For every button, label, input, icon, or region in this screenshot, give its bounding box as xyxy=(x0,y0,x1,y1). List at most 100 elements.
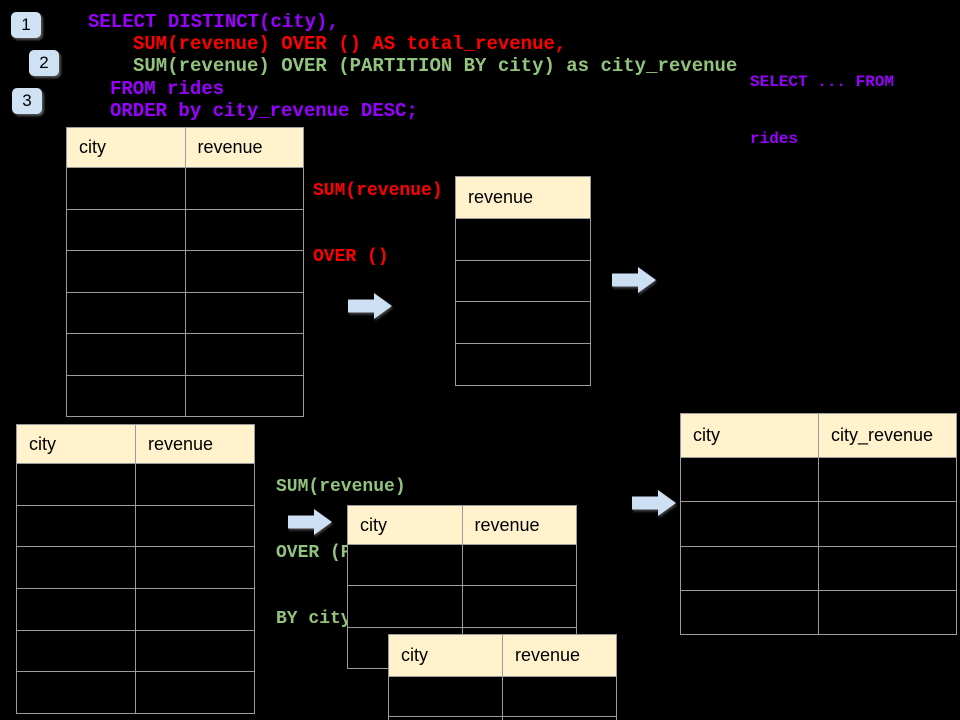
table-cell xyxy=(135,629,255,673)
table-row xyxy=(16,588,255,631)
sql-line-total-revenue: SUM(revenue) OVER () AS total_revenue, xyxy=(133,33,567,55)
table-row xyxy=(16,504,255,548)
table-cell xyxy=(680,456,819,503)
table-row xyxy=(16,546,255,590)
table-cell xyxy=(461,543,577,587)
column-header-city: city xyxy=(388,634,503,677)
table-cell xyxy=(680,545,819,591)
table-row xyxy=(16,463,255,506)
table-cell xyxy=(16,629,136,673)
table-cell xyxy=(66,374,186,417)
table-row xyxy=(66,291,304,334)
annotation-sum-partition-line1: SUM(revenue) xyxy=(276,477,406,497)
table-row xyxy=(347,543,577,587)
table-cell xyxy=(388,676,503,717)
table-cell xyxy=(680,501,819,547)
table-cell xyxy=(16,504,136,548)
annotation-sum-over-line1: SUM(revenue) xyxy=(313,181,443,201)
table-row xyxy=(680,589,957,636)
right-arrow-icon xyxy=(632,490,676,516)
table-row xyxy=(16,629,255,673)
table-cell xyxy=(135,588,255,631)
table-cell xyxy=(455,301,591,345)
column-header-revenue: revenue xyxy=(135,424,255,464)
table-row xyxy=(66,374,304,417)
table-cell xyxy=(680,589,819,636)
table-row xyxy=(66,167,304,210)
table-row xyxy=(455,218,591,261)
table-cell xyxy=(184,250,304,293)
column-header-revenue: revenue xyxy=(455,176,591,219)
table-cell xyxy=(66,208,186,251)
table-cell xyxy=(184,167,304,210)
sql-line-order-by: ORDER by city_revenue DESC; xyxy=(110,100,418,122)
table-row xyxy=(680,456,957,503)
side-note-line1: SELECT ... FROM xyxy=(750,73,895,91)
table-cell xyxy=(135,546,255,590)
table-cell xyxy=(184,333,304,376)
table-cell xyxy=(135,504,255,548)
table-row xyxy=(66,208,304,251)
table-cell xyxy=(184,291,304,334)
side-note-select-from-rides: SELECT ... FROM rides xyxy=(750,35,894,187)
table-row xyxy=(66,333,304,376)
table-cell xyxy=(16,546,136,590)
table-cell xyxy=(502,676,617,717)
table-row xyxy=(680,545,957,591)
table-cell xyxy=(818,589,957,636)
sql-line-select: SELECT DISTINCT(city), xyxy=(88,11,339,33)
table-cell xyxy=(455,218,591,261)
table-cell xyxy=(135,463,255,506)
table-cell xyxy=(455,259,591,303)
column-header-revenue: revenue xyxy=(461,505,577,545)
table-row xyxy=(455,301,591,345)
side-note-line2: rides xyxy=(750,130,799,148)
table-cell xyxy=(66,291,186,334)
table-cell xyxy=(16,671,136,715)
table-header-row: revenue xyxy=(455,176,591,219)
column-header-revenue: revenue xyxy=(502,634,617,677)
right-arrow-icon xyxy=(288,509,332,535)
step-badge-2: 2 xyxy=(29,50,59,76)
table-row xyxy=(388,716,617,720)
table-cell xyxy=(66,333,186,376)
table-cell xyxy=(184,208,304,251)
table-cell xyxy=(66,167,186,210)
column-header-city_revenue: city_revenue xyxy=(818,413,957,458)
step-badge-1: 1 xyxy=(11,12,41,38)
table-cell xyxy=(818,545,957,591)
sql-line-city-revenue: SUM(revenue) OVER (PARTITION BY city) as… xyxy=(133,55,738,77)
column-header-city: city xyxy=(66,127,186,168)
table-cell xyxy=(66,250,186,293)
table-row xyxy=(347,585,577,628)
table-row xyxy=(680,501,957,547)
table-cell xyxy=(818,501,957,547)
table-cell xyxy=(16,588,136,631)
table-cell xyxy=(455,343,591,386)
column-header-city: city xyxy=(347,505,463,545)
table-row xyxy=(66,250,304,293)
table-row xyxy=(16,671,255,715)
annotation-sum-over-line2: OVER () xyxy=(313,247,389,267)
table-cell xyxy=(184,374,304,417)
right-arrow-icon xyxy=(348,293,392,319)
column-header-city: city xyxy=(680,413,819,458)
table-cell xyxy=(388,716,503,720)
column-header-city: city xyxy=(16,424,136,464)
table-cell xyxy=(818,456,957,503)
table-revenue-only: revenue xyxy=(455,176,591,386)
table-cell xyxy=(347,543,463,587)
table-cell xyxy=(135,671,255,715)
table-cell xyxy=(461,585,577,628)
table-cell xyxy=(347,585,463,628)
